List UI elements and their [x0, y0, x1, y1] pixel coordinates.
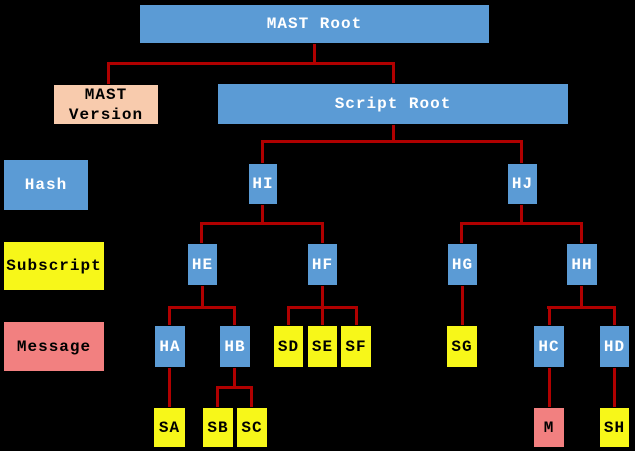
connector-line	[392, 62, 395, 83]
node-SE: SE	[307, 325, 338, 368]
connector-line	[355, 306, 358, 325]
node-script-root: Script Root	[217, 83, 569, 125]
connector-line	[200, 222, 203, 243]
node-SF: SF	[340, 325, 372, 368]
legend-subscript: Subscript	[3, 241, 105, 291]
connector-line	[261, 140, 264, 163]
connector-line	[287, 306, 290, 325]
node-SH: SH	[599, 407, 630, 448]
node-HJ: HJ	[507, 163, 538, 205]
connector-line	[216, 386, 253, 389]
connector-line	[460, 222, 463, 243]
node-SG: SG	[446, 325, 478, 368]
connector-line	[392, 125, 395, 142]
connector-line	[107, 62, 395, 65]
connector-line	[168, 306, 171, 325]
node-M: M	[533, 407, 565, 448]
node-mast-version: MAST Version	[53, 84, 159, 125]
node-SD: SD	[273, 325, 304, 368]
node-SA: SA	[153, 407, 186, 448]
connector-line	[313, 44, 316, 65]
connector-line	[520, 205, 523, 225]
node-HC: HC	[533, 325, 565, 368]
node-SC: SC	[236, 407, 268, 448]
node-HD: HD	[599, 325, 630, 368]
connector-line	[580, 222, 583, 243]
connector-line	[287, 306, 358, 309]
connector-line	[548, 368, 551, 407]
node-HI: HI	[248, 163, 278, 205]
connector-line	[321, 286, 324, 325]
connector-line	[580, 286, 583, 309]
node-HE: HE	[187, 243, 218, 286]
connector-line	[233, 306, 236, 325]
connector-line	[261, 140, 523, 143]
node-SB: SB	[202, 407, 234, 448]
node-HF: HF	[307, 243, 338, 286]
connector-line	[548, 306, 551, 325]
node-HA: HA	[154, 325, 186, 368]
node-HH: HH	[566, 243, 598, 286]
connector-line	[613, 368, 616, 407]
connector-line	[460, 222, 583, 225]
connector-line	[321, 222, 324, 243]
node-HB: HB	[219, 325, 251, 368]
connector-line	[107, 62, 110, 84]
connector-line	[233, 368, 236, 389]
connector-line	[547, 306, 616, 309]
connector-line	[461, 286, 464, 325]
connector-line	[200, 222, 324, 225]
connector-line	[168, 368, 171, 407]
connector-line	[520, 140, 523, 163]
connector-line	[261, 205, 264, 225]
legend-hash: Hash	[3, 159, 89, 211]
connector-line	[613, 306, 616, 325]
connector-line	[201, 286, 204, 309]
node-HG: HG	[447, 243, 478, 286]
legend-message: Message	[3, 321, 105, 372]
connector-line	[216, 386, 219, 407]
connector-line	[168, 306, 236, 309]
node-mast-root: MAST Root	[139, 4, 490, 44]
connector-line	[250, 386, 253, 407]
